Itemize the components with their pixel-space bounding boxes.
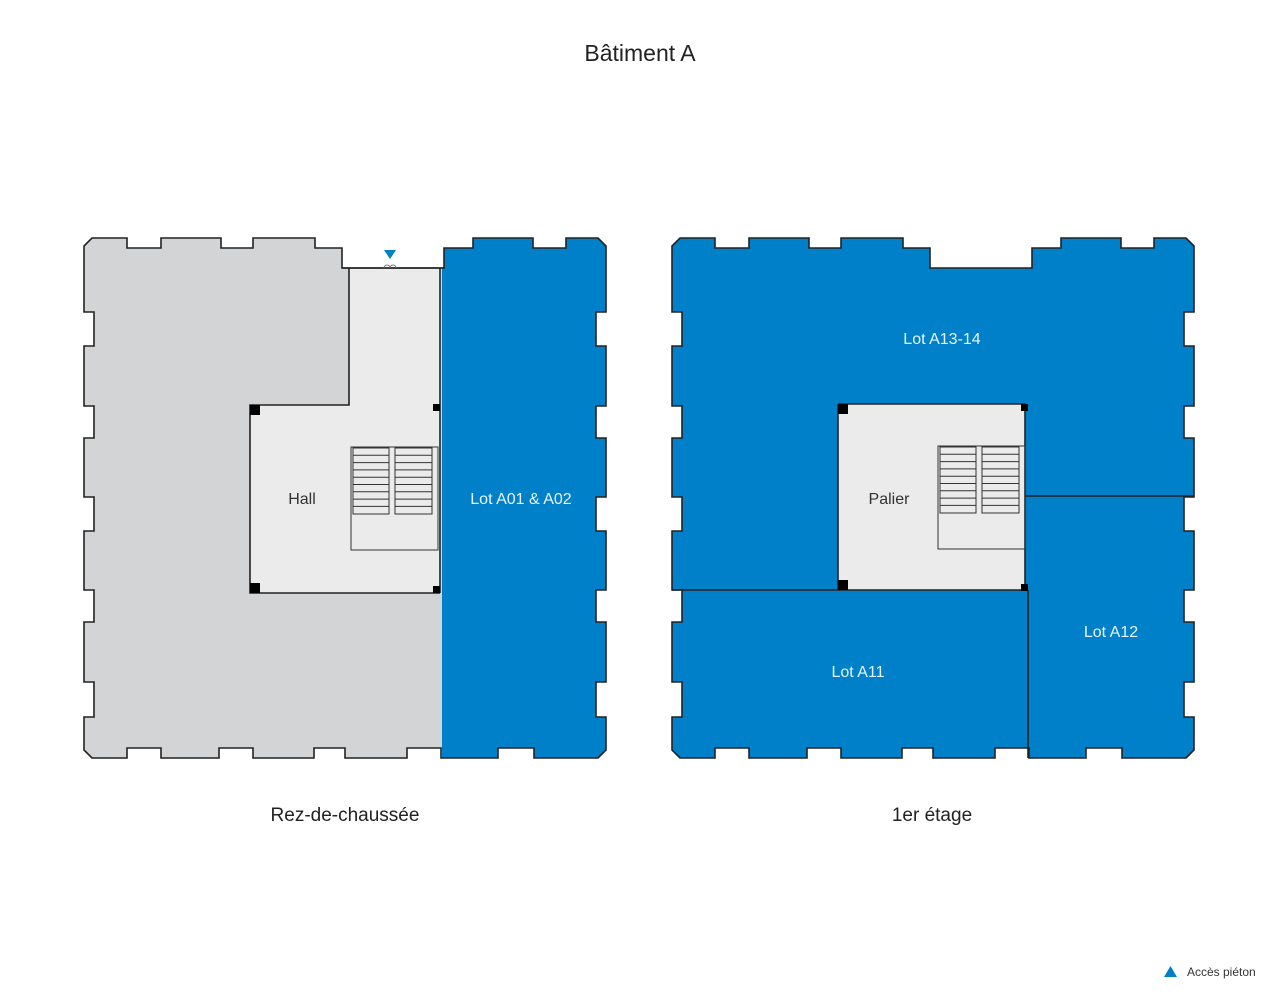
pedestrian-access-icon (384, 250, 396, 259)
plan-ground-floor: Hall Lot A01 & A02 (83, 237, 612, 763)
triangle-up-icon (1164, 966, 1177, 977)
room-label-palier: Palier (869, 491, 911, 508)
door-icon (383, 264, 397, 269)
pillar (250, 405, 260, 415)
room-label-hall: Hall (288, 491, 316, 508)
pillar (433, 404, 440, 411)
lot-label-a12: Lot A12 (1084, 624, 1138, 641)
pillar (838, 580, 848, 590)
staircase (937, 445, 1026, 550)
pillar (250, 583, 260, 593)
page-title: Bâtiment A (584, 40, 696, 66)
pillar (1021, 584, 1028, 591)
pillar (838, 404, 848, 414)
caption-ground-floor: Rez-de-chaussée (271, 805, 420, 826)
legend-label: Accès piéton (1187, 965, 1256, 979)
staircase (350, 446, 439, 551)
lot-label-a11: Lot A11 (831, 664, 884, 681)
lot-a01-a02-area[interactable] (442, 238, 612, 763)
lot-label-a13-14: Lot A13-14 (903, 331, 981, 348)
caption-first-floor: 1er étage (892, 805, 972, 826)
pillar (433, 586, 440, 593)
landing-area[interactable] (838, 404, 1025, 590)
plan-first-floor: Palier Lot A13-14 Lot A12 Lot A11 (671, 237, 1195, 759)
pillar (1021, 404, 1028, 411)
lot-label-a01-a02: Lot A01 & A02 (470, 491, 572, 508)
legend: Accès piéton (1164, 965, 1256, 979)
hall-corridor (349, 268, 441, 408)
